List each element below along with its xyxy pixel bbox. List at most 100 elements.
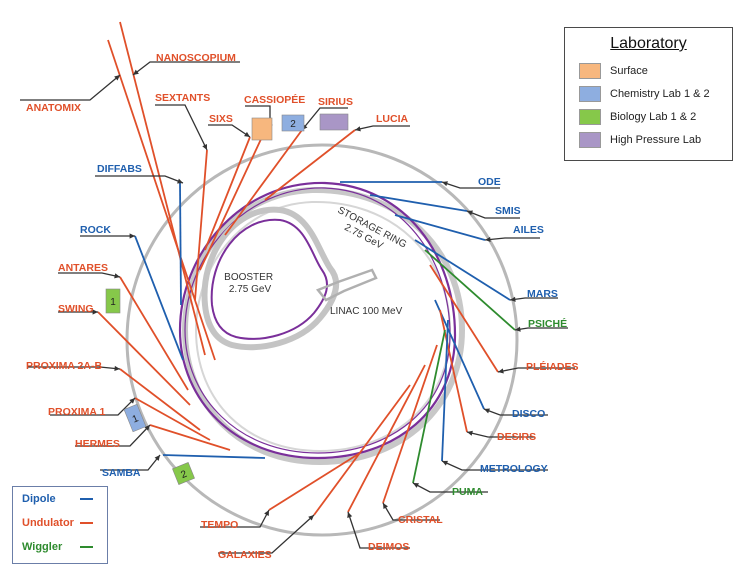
beamline-line <box>268 452 361 511</box>
beamline-leader <box>200 509 270 528</box>
beamline-line <box>194 149 208 301</box>
beamline-line <box>382 344 438 504</box>
linac <box>315 268 378 302</box>
lab-badge-box <box>105 288 121 314</box>
beamline-line <box>119 21 206 356</box>
lab-badge-high-pressure <box>319 113 349 131</box>
beamline-label: DIFFABS <box>97 163 142 175</box>
beamline-leader <box>208 124 251 138</box>
beamline-pleiades: PLÉIADES <box>429 264 579 374</box>
booster-label-line1: BOOSTER <box>224 272 273 283</box>
beamline-leader <box>100 454 161 471</box>
beamline-cristal: CRISTAL <box>382 344 443 526</box>
beamline-arrowhead <box>202 144 207 150</box>
lab-badge-box <box>251 117 273 141</box>
beamline-leader <box>28 366 121 370</box>
beamline-label: SWING <box>58 303 94 315</box>
lab-badge-biology: 1 <box>105 288 121 314</box>
lab-badge-number: 1 <box>131 413 141 425</box>
beamline-label: CASSIOPÉE <box>244 93 305 106</box>
beamline-line <box>441 319 449 462</box>
legend-item-high-pressure: High Pressure Lab <box>565 128 732 151</box>
beamline-arrowhead <box>129 398 135 404</box>
beamline-line <box>313 384 411 516</box>
beamline-ode: ODE <box>340 176 501 189</box>
beamline-label: DEIMOS <box>368 541 409 553</box>
beamline-label: DISCO <box>512 408 545 420</box>
beamline-proxima-2a-b: PROXIMA 2A-B <box>26 360 201 431</box>
beamline-psiche: PSICHÉ <box>424 249 568 332</box>
beamline-arrowhead <box>383 503 388 509</box>
legend-item-biology: Biology Lab 1 & 2 <box>565 105 732 128</box>
beamline-samba: SAMBA <box>100 454 266 479</box>
beamline-line <box>149 424 231 451</box>
beamline-leader <box>466 210 520 219</box>
beamline-label: METROLOGY <box>480 463 548 475</box>
legend-item-label: Surface <box>610 64 648 77</box>
biology-swatch <box>579 108 601 125</box>
beamline-leader <box>58 272 121 278</box>
experimental-hall-circle <box>125 143 519 537</box>
beamline-arrowhead <box>154 455 160 461</box>
beamline-line <box>347 364 426 513</box>
legend-type-label: Wiggler <box>22 541 63 553</box>
beamline-arrowhead <box>467 210 473 216</box>
beamline-arrowhead <box>413 483 419 488</box>
beamline-leader <box>382 502 440 521</box>
beamline-line <box>414 239 511 301</box>
beamline-line <box>434 299 485 410</box>
beamline-diffabs: DIFFABS <box>95 163 184 306</box>
chemistry-swatch <box>579 85 601 102</box>
beamline-line <box>204 136 251 251</box>
lab-badge-number: 2 <box>179 469 189 481</box>
beamline-label: PLÉIADES <box>526 360 579 373</box>
lab-badge-chemistry: 2 <box>281 114 305 132</box>
high-pressure-swatch <box>579 131 601 148</box>
beamline-label: HERMES <box>75 438 120 450</box>
beamline-arrowhead <box>144 425 150 431</box>
beamline-line <box>412 329 446 484</box>
beamline-arrowhead <box>114 273 120 279</box>
beamline-arrowhead <box>114 75 120 81</box>
beamline-puma: PUMA <box>412 329 488 498</box>
lab-badge-surface <box>251 117 273 141</box>
beamline-label: TEMPO <box>201 519 238 531</box>
beamline-label: ANTARES <box>58 262 108 274</box>
beamline-line <box>119 276 189 391</box>
legend-item-label: Biology Lab 1 & 2 <box>610 110 697 123</box>
beamline-line <box>134 397 211 441</box>
linac-label: LINAC 100 MeV <box>330 306 403 317</box>
beamline-leader <box>301 107 348 131</box>
wiggler-line-sample <box>80 546 93 548</box>
beamline-label: DESIRS <box>497 431 536 443</box>
beamline-label: CRISTAL <box>398 514 443 526</box>
beamline-leader <box>75 424 151 447</box>
beamline-mars: MARS <box>414 239 558 302</box>
beamline-label: ROCK <box>80 224 111 236</box>
beamline-label: PUMA <box>452 486 483 498</box>
beamline-label: PROXIMA 2A-B <box>26 360 102 372</box>
legend-type-undulator: Undulator <box>13 511 107 535</box>
beamline-leader <box>50 397 136 416</box>
beamline-label: SIRIUS <box>318 96 353 108</box>
beamline-line <box>369 194 468 212</box>
beamline-arrowhead <box>442 181 448 187</box>
beamline-leader <box>483 408 548 416</box>
beamline-arrowhead <box>467 430 473 436</box>
beamline-nanoscopium: NANOSCOPIUM <box>119 21 240 356</box>
beamline-label: SIXS <box>209 113 233 125</box>
laboratory-legend-title: Laboratory <box>610 35 687 52</box>
beamline-rock: ROCK <box>80 224 184 361</box>
beamline-sextants: SEXTANTS <box>155 92 210 301</box>
beamline-arrowhead <box>347 512 353 518</box>
beamline-leader <box>412 482 488 493</box>
beamline-anatomix: ANATOMIX <box>20 39 216 361</box>
beamline-line <box>162 454 266 459</box>
beamline-sixs: SIXS <box>204 113 251 251</box>
lab-badge-biology: 2 <box>172 462 195 485</box>
beamline-leader <box>354 125 410 131</box>
booster-ring-building <box>201 206 340 351</box>
laboratory-legend: Laboratory Surface Chemistry Lab 1 & 2 B… <box>564 27 733 161</box>
beamline-label: ODE <box>478 176 501 188</box>
